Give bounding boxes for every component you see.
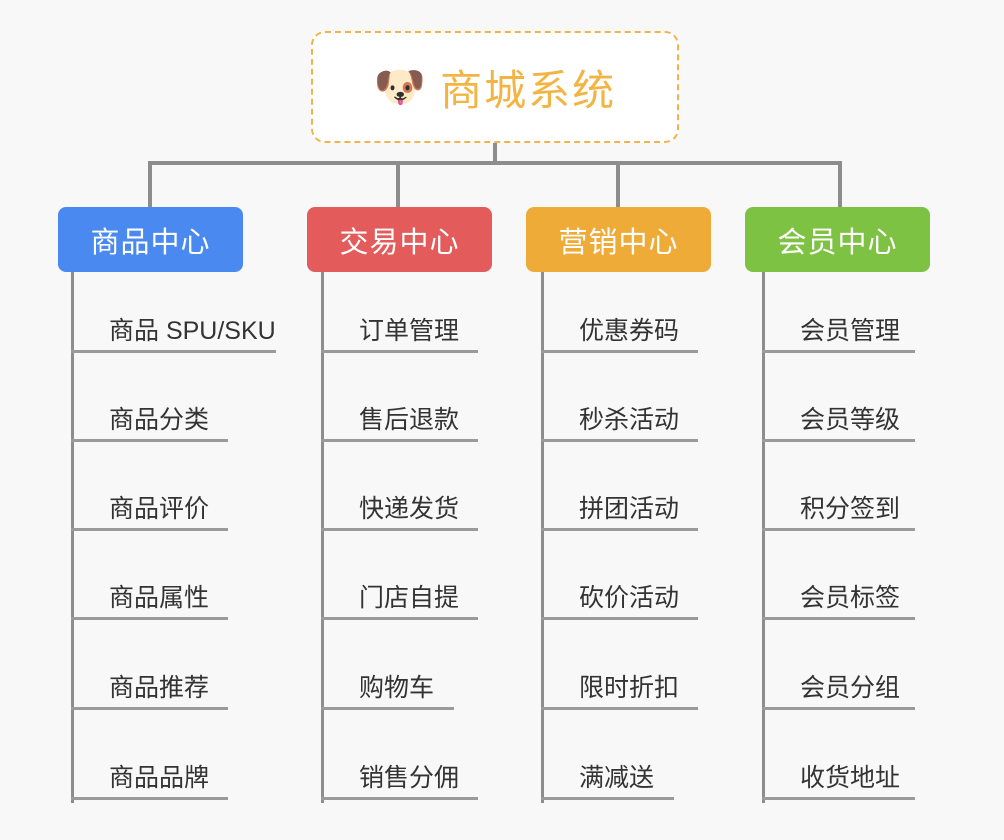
leaf-underline [541,797,674,800]
root-trunk-connector [493,143,497,163]
leaf-label: 商品分类 [109,406,210,434]
branch-label: 商品中心 [90,226,211,259]
branch-drop-connector-4 [838,161,842,207]
leaf-label: 秒杀活动 [579,406,680,434]
leaf-label: 商品评价 [109,495,210,523]
leaf-spine [71,272,74,803]
root-title: 商城系统 [440,66,617,114]
leaf-underline [762,617,915,620]
branch-node-trade[interactable]: 交易中心 [307,207,492,272]
leaf-label: 快递发货 [359,495,460,523]
branch-label: 营销中心 [558,226,679,259]
root-node[interactable]: 🐶 商城系统 [311,31,679,143]
leaf-underline [762,528,915,531]
leaf-underline [541,707,698,710]
leaf-underline [71,528,228,531]
leaf-label: 会员管理 [800,317,901,345]
leaf-spine [321,272,324,803]
leaf-label: 拼团活动 [579,495,680,523]
leaf-label: 优惠券码 [579,317,680,345]
leaf-label: 会员等级 [800,406,901,434]
leaf-label: 砍价活动 [579,584,680,612]
leaf-label: 商品推荐 [109,674,210,702]
leaf-underline [762,439,915,442]
leaf-label: 积分签到 [800,495,901,523]
branch-bus-connector [148,161,842,165]
leaf-label: 会员分组 [800,674,901,702]
branch-node-marketing[interactable]: 营销中心 [526,207,711,272]
leaf-label: 满减送 [579,764,655,792]
leaf-underline [321,528,478,531]
dog-face-icon: 🐶 [373,63,427,110]
leaf-underline [321,617,478,620]
leaf-label: 订单管理 [359,317,460,345]
leaf-underline [71,350,276,353]
leaf-underline [762,350,915,353]
leaf-label: 销售分佣 [359,764,460,792]
leaf-underline [541,350,698,353]
branch-node-product[interactable]: 商品中心 [58,207,243,272]
branch-label: 交易中心 [339,226,460,259]
branch-node-member[interactable]: 会员中心 [745,207,930,272]
leaf-label: 限时折扣 [579,674,680,702]
leaf-underline [762,707,915,710]
leaf-label: 售后退款 [359,406,460,434]
leaf-underline [541,528,698,531]
leaf-underline [321,439,478,442]
branch-drop-connector-3 [616,161,620,207]
leaf-underline [321,707,454,710]
leaf-underline [71,439,228,442]
leaf-spine [541,272,544,803]
leaf-label: 会员标签 [800,584,901,612]
leaf-label: 收货地址 [800,764,901,792]
branch-drop-connector-2 [396,161,400,207]
leaf-underline [541,439,698,442]
leaf-label: 门店自提 [359,584,460,612]
leaf-label: 商品属性 [109,584,210,612]
leaf-spine [762,272,765,803]
leaf-label: 购物车 [359,674,435,702]
leaf-underline [71,797,228,800]
leaf-underline [321,350,478,353]
leaf-underline [71,617,228,620]
leaf-underline [321,797,478,800]
leaf-label: 商品 SPU/SKU [109,317,276,345]
branch-label: 会员中心 [777,226,898,259]
leaf-underline [541,617,698,620]
leaf-underline [762,797,915,800]
branch-drop-connector-1 [148,161,152,207]
leaf-underline [71,707,228,710]
leaf-label: 商品品牌 [109,764,210,792]
